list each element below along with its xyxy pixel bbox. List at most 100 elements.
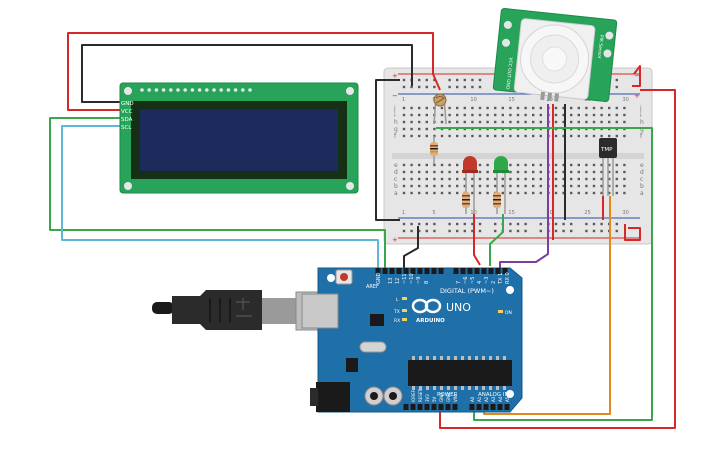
rail-hole[interactable] <box>585 229 588 233</box>
breadboard-hole[interactable] <box>577 120 580 124</box>
breadboard-hole[interactable] <box>562 106 565 110</box>
breadboard-hole[interactable] <box>562 163 565 167</box>
rail-hole[interactable] <box>402 229 406 233</box>
breadboard-hole[interactable] <box>478 120 482 124</box>
header-pin[interactable] <box>389 268 395 274</box>
breadboard-hole[interactable] <box>509 191 512 195</box>
rail-hole[interactable] <box>448 229 451 233</box>
breadboard-hole[interactable] <box>433 184 436 188</box>
breadboard-hole[interactable] <box>418 106 421 110</box>
breadboard-hole[interactable] <box>615 134 618 138</box>
breadboard-hole[interactable] <box>440 134 444 138</box>
breadboard-hole[interactable] <box>463 134 466 138</box>
breadboard-hole[interactable] <box>570 191 573 195</box>
rail-hole[interactable] <box>456 85 459 89</box>
rail-hole[interactable] <box>615 229 618 233</box>
breadboard-hole[interactable] <box>592 170 596 174</box>
breadboard-hole[interactable] <box>440 106 444 110</box>
breadboard-hole[interactable] <box>532 191 535 195</box>
breadboard-hole[interactable] <box>539 120 542 124</box>
breadboard-hole[interactable] <box>615 106 618 110</box>
breadboard-hole[interactable] <box>554 134 558 138</box>
breadboard-hole[interactable] <box>608 113 611 117</box>
rail-hole[interactable] <box>456 78 459 82</box>
breadboard-hole[interactable] <box>433 127 436 131</box>
breadboard-hole[interactable] <box>478 163 482 167</box>
breadboard-hole[interactable] <box>562 134 565 138</box>
breadboard-hole[interactable] <box>440 120 444 124</box>
wire-green-a0[interactable] <box>436 127 653 421</box>
breadboard-hole[interactable] <box>585 191 588 195</box>
breadboard-hole[interactable] <box>433 163 436 167</box>
breadboard-hole[interactable] <box>456 184 459 188</box>
rail-hole[interactable] <box>471 229 474 233</box>
breadboard-hole[interactable] <box>471 113 474 117</box>
breadboard-hole[interactable] <box>524 170 527 174</box>
breadboard-hole[interactable] <box>410 127 413 131</box>
breadboard-hole[interactable] <box>608 120 611 124</box>
breadboard-hole[interactable] <box>486 120 489 124</box>
header-pin[interactable] <box>476 404 482 410</box>
breadboard-hole[interactable] <box>486 163 489 167</box>
breadboard-hole[interactable] <box>600 170 603 174</box>
header-pin[interactable] <box>490 404 496 410</box>
breadboard-hole[interactable] <box>570 163 573 167</box>
breadboard-hole[interactable] <box>524 163 527 167</box>
breadboard-hole[interactable] <box>456 134 459 138</box>
rail-hole[interactable] <box>425 78 428 82</box>
header-pin[interactable] <box>460 268 466 274</box>
breadboard-hole[interactable] <box>570 120 573 124</box>
breadboard-hole[interactable] <box>524 134 527 138</box>
breadboard-hole[interactable] <box>577 134 580 138</box>
header-pin[interactable] <box>431 404 437 410</box>
breadboard-hole[interactable] <box>425 191 428 195</box>
breadboard-hole[interactable] <box>463 113 466 117</box>
breadboard-hole[interactable] <box>539 191 542 195</box>
breadboard-hole[interactable] <box>623 177 626 181</box>
header-pin[interactable] <box>452 404 458 410</box>
breadboard-hole[interactable] <box>516 177 520 181</box>
rail-hole[interactable] <box>494 222 497 226</box>
breadboard-hole[interactable] <box>577 191 580 195</box>
rail-hole[interactable] <box>478 222 482 226</box>
breadboard-hole[interactable] <box>448 191 451 195</box>
breadboard-hole[interactable] <box>425 127 428 131</box>
header-pin[interactable] <box>375 268 381 274</box>
rail-hole[interactable] <box>456 222 459 226</box>
breadboard-hole[interactable] <box>440 163 444 167</box>
rail-hole[interactable] <box>615 78 618 82</box>
rail-hole[interactable] <box>562 222 565 226</box>
breadboard-hole[interactable] <box>425 184 428 188</box>
breadboard-hole[interactable] <box>554 106 558 110</box>
header-pin[interactable] <box>396 268 402 274</box>
breadboard-hole[interactable] <box>623 120 626 124</box>
breadboard-hole[interactable] <box>433 177 436 181</box>
breadboard-hole[interactable] <box>585 106 588 110</box>
rail-hole[interactable] <box>539 222 542 226</box>
header-pin[interactable] <box>403 268 409 274</box>
breadboard-hole[interactable] <box>494 184 497 188</box>
breadboard-hole[interactable] <box>440 113 444 117</box>
header-pin[interactable] <box>417 404 423 410</box>
rail-hole[interactable] <box>562 229 565 233</box>
breadboard-hole[interactable] <box>471 191 474 195</box>
breadboard-hole[interactable] <box>501 177 504 181</box>
wire-lcd-scl[interactable] <box>61 125 379 268</box>
rail-hole[interactable] <box>425 222 428 226</box>
breadboard-hole[interactable] <box>418 191 421 195</box>
wire-red-led[interactable] <box>473 214 481 266</box>
breadboard-hole[interactable] <box>600 191 603 195</box>
breadboard-hole[interactable] <box>592 191 596 195</box>
breadboard-hole[interactable] <box>570 177 573 181</box>
breadboard-hole[interactable] <box>577 106 580 110</box>
breadboard-hole[interactable] <box>539 177 542 181</box>
rail-hole[interactable] <box>615 85 618 89</box>
breadboard-hole[interactable] <box>501 191 504 195</box>
breadboard-hole[interactable] <box>615 177 618 181</box>
breadboard-hole[interactable] <box>410 120 413 124</box>
breadboard-hole[interactable] <box>509 163 512 167</box>
rail-hole[interactable] <box>448 78 451 82</box>
header-pin[interactable] <box>481 268 487 274</box>
breadboard-hole[interactable] <box>448 113 451 117</box>
rail-hole[interactable] <box>410 229 413 233</box>
